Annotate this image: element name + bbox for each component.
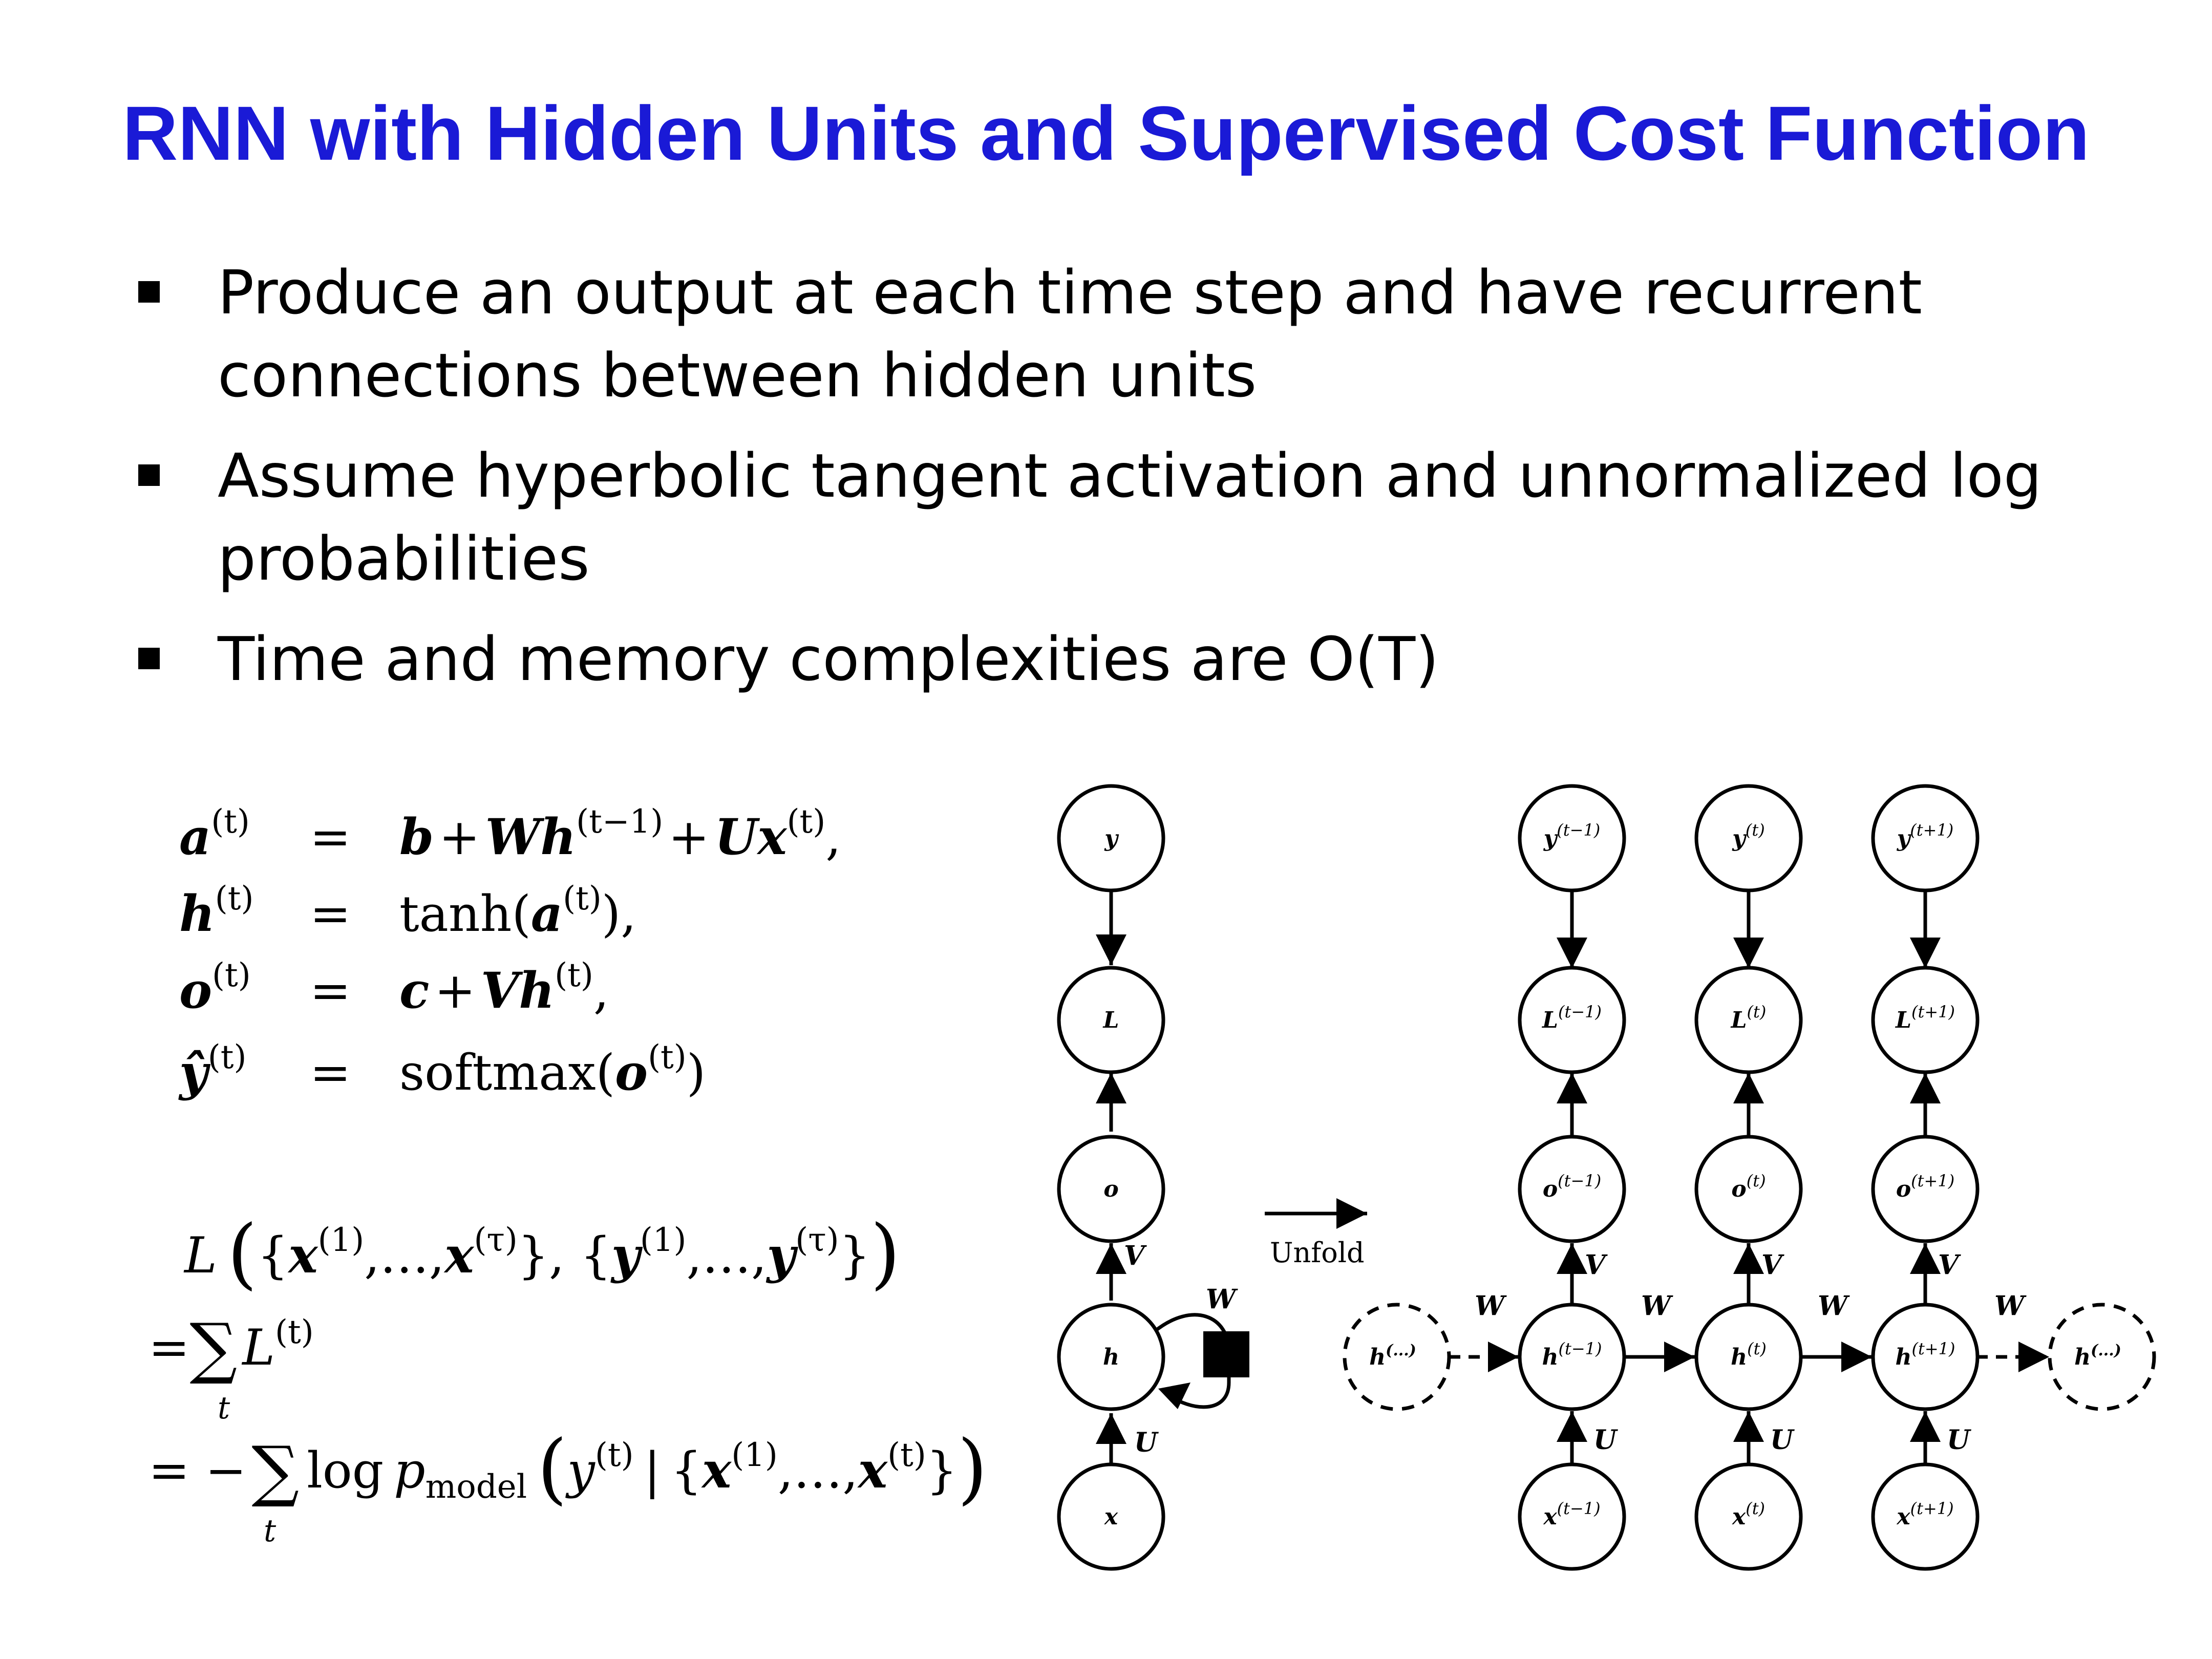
weight-label: V [1761,1249,1784,1281]
weight-label: W [1475,1290,1507,1322]
node-label: h(...) [1369,1342,1416,1370]
folded-graph: y L o h x V W U [1057,784,1249,1571]
bullet-text: Assume hyperbolic tangent activation and… [218,440,2042,511]
node-label: x(t) [1732,1499,1765,1530]
bullet-item: Produce an output at each time step and … [138,251,2135,417]
unfold-label: Unfold [1270,1237,1365,1269]
node-label: o(t+1) [1896,1171,1954,1202]
node-x [1694,1462,1803,1571]
node-x [1518,1462,1626,1571]
sum-index: t [264,1513,276,1549]
equals-sign: = [310,1044,351,1101]
node-label: x(t+1) [1896,1499,1953,1530]
equals-sign: = [310,885,351,943]
weight-label: U [1770,1424,1795,1456]
node-y [1518,784,1626,892]
loss-function: L({x(1),…,x(τ)}, {y(1),…,y(τ)}) [183,1209,900,1298]
bullet-list: Produce an output at each time step and … [138,251,2135,718]
equation-rhs: tanh(a(t)), [399,880,636,943]
node-label: y(t−1) [1543,820,1601,852]
node-label: h(t−1) [1542,1339,1602,1370]
loop-arrowhead-icon [1158,1382,1190,1409]
node-h [1871,1303,1980,1411]
node-label: L(t−1) [1541,1002,1602,1033]
node-label: h(t+1) [1896,1339,1955,1370]
weight-label: U [1134,1427,1159,1458]
node-label: L(t) [1730,1002,1767,1033]
weight-label: V [1124,1240,1147,1271]
node-o [1694,1135,1803,1243]
bullet-text: probabilities [218,523,590,594]
node-label: x(t−1) [1543,1499,1600,1530]
node-label: y(t) [1732,820,1764,852]
node-label: x [1104,1504,1118,1530]
node-y [1871,784,1980,892]
square-bullet-icon [138,281,160,303]
node-y [1694,784,1803,892]
slide-title: RNN with Hidden Units and Supervised Cos… [122,90,2090,176]
bullet-text: Time and memory complexities are O(T) [218,624,1439,694]
node-L [1057,966,1165,1074]
node-x [1057,1462,1165,1571]
equation-row: ŷ(t) [178,1038,246,1101]
weight-label: U [1593,1424,1618,1456]
node-o [1871,1135,1980,1243]
node-h [1694,1303,1803,1411]
equals-sign: = [310,809,351,866]
bullet-item: Assume hyperbolic tangent activation and… [138,434,2135,600]
node-label: h(t) [1731,1339,1767,1370]
square-bullet-icon [138,648,160,669]
node-label: L(t+1) [1895,1002,1955,1033]
loss-sum-line: =∑L(t) [148,1309,314,1387]
node-o [1057,1135,1165,1243]
sum-index: t [218,1390,230,1426]
bullet-text: connections between hidden units [218,340,1257,411]
node-L [1694,966,1803,1074]
unrolled-graph: h(...) h(...) W W W W y(t−1) L(t−1) o(t−1)… [1343,784,2156,1571]
weight-label: W [1994,1290,2027,1322]
weight-label: W [1818,1290,1850,1322]
node-h [1057,1303,1165,1411]
weight-label: W [1206,1284,1238,1315]
node-label: y [1104,825,1119,852]
node-y [1057,784,1165,892]
equation-row: o(t) [179,956,251,1019]
node-label: h(...) [2074,1342,2121,1370]
node-label: h [1103,1344,1119,1370]
node-h-dots-left [1343,1303,1451,1411]
weight-label: U [1947,1424,1971,1456]
equation-rhs: c+Vh(t), [399,956,609,1019]
delay-square-icon [1203,1331,1249,1377]
node-o [1518,1135,1626,1243]
node-L [1871,966,1980,1074]
square-bullet-icon [138,464,160,486]
node-h [1518,1303,1626,1411]
node-label: L [1102,1007,1119,1033]
weight-label: W [1641,1290,1673,1322]
node-label: o(t−1) [1543,1171,1601,1202]
bullet-text: Produce an output at each time step and … [218,257,1922,328]
node-x [1871,1462,1980,1571]
weight-label: V [1585,1249,1608,1281]
equals-sign: = [310,962,351,1019]
equation-rhs: softmax(o(t)) [399,1038,706,1101]
node-L [1518,966,1626,1074]
node-label: y(t+1) [1897,820,1954,852]
equation-row: a(t) [179,803,250,866]
node-label: o [1103,1176,1118,1202]
node-label: o(t) [1731,1171,1766,1202]
equation-rhs: b+Wh(t−1)+Ux(t), [399,803,841,866]
weight-label: V [1938,1249,1961,1281]
bullet-item: Time and memory complexities are O(T) [138,618,2135,700]
equation-row: h(t) [179,880,253,943]
node-h-dots-right [2048,1303,2156,1411]
